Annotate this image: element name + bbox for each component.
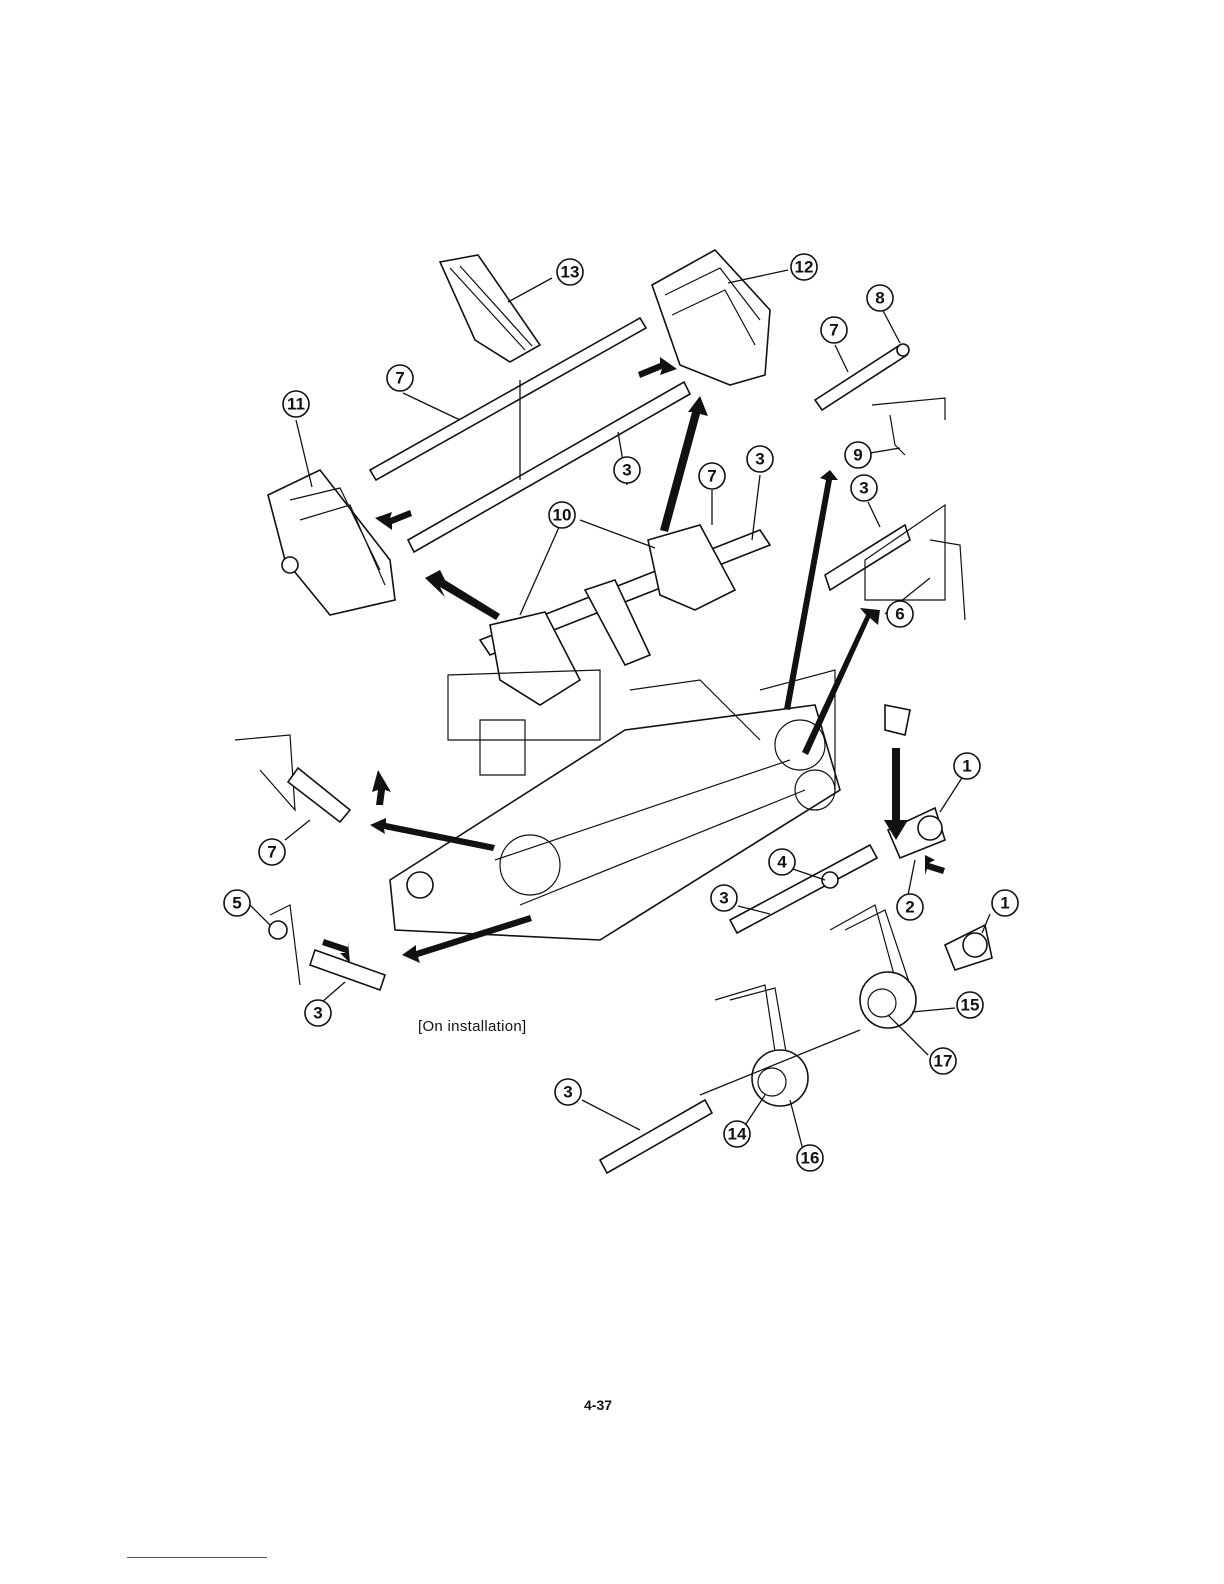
callout-3-left: 3 [305,1000,331,1026]
figure-caption: [On installation] [418,1018,527,1035]
callout-8: 8 [867,285,893,311]
svg-text:7: 7 [267,843,276,862]
svg-text:12: 12 [795,258,814,277]
svg-text:15: 15 [961,996,980,1015]
page-number: 4-37 [584,1397,612,1413]
callout-11: 11 [283,391,309,417]
callout-6: 5 [224,890,250,916]
left-pin-detail [269,905,385,990]
svg-text:14: 14 [728,1125,747,1144]
svg-text:7: 7 [829,321,838,340]
callout-9: 9 [845,442,871,468]
callout-12: 12 [791,254,817,280]
callout-5: 6 [887,601,913,627]
svg-text:17: 17 [934,1052,953,1071]
callout-13: 13 [557,259,583,285]
svg-text:10: 10 [553,506,572,525]
sprocket-gears [600,905,916,1173]
svg-text:7: 7 [707,467,716,486]
svg-text:3: 3 [313,1004,322,1023]
svg-text:1: 1 [1000,894,1009,913]
svg-text:3: 3 [859,479,868,498]
callout-10: 10 [549,502,575,528]
callout-3-lower: 3 [555,1079,581,1105]
callout-3-middle: 3 [747,446,773,472]
tractor-shafts-upper [370,318,690,552]
callout-15: 15 [957,992,983,1018]
svg-text:3: 3 [755,450,764,469]
callout-2: 2 [897,894,923,920]
callout-4: 4 [769,849,795,875]
svg-text:11: 11 [287,395,305,414]
svg-text:1: 1 [962,757,971,776]
callout-7-upper-left: 7 [387,365,413,391]
callout-1-lower: 1 [992,890,1018,916]
callout-7-upper-right: 7 [821,317,847,343]
callout-17: 17 [930,1048,956,1074]
callout-3-upper: 3 [614,457,640,483]
svg-text:5: 5 [232,894,241,913]
callout-14: 14 [724,1121,750,1147]
svg-text:2: 2 [905,898,914,917]
svg-text:7: 7 [395,369,404,388]
callout-3-right: 3 [851,475,877,501]
svg-text:8: 8 [875,289,884,308]
callout-1-upper: 1 [954,753,980,779]
callout-7-middle: 7 [699,463,725,489]
footer-rule [127,1557,267,1558]
svg-text:9: 9 [853,446,862,465]
callout-3-shaft: 3 [711,885,737,911]
callout-7-left: 7 [259,839,285,865]
paper-guide [440,255,540,362]
svg-text:6: 6 [895,605,904,624]
svg-text:3: 3 [622,461,631,480]
svg-text:3: 3 [563,1083,572,1102]
left-tractor-unit [268,470,395,615]
svg-text:16: 16 [801,1149,820,1168]
svg-text:3: 3 [719,889,728,908]
svg-text:13: 13 [561,263,580,282]
left-shaft-detail [235,735,350,822]
callout-16: 16 [797,1145,823,1171]
svg-text:4: 4 [777,853,787,872]
right-shaft-detail [815,344,945,455]
